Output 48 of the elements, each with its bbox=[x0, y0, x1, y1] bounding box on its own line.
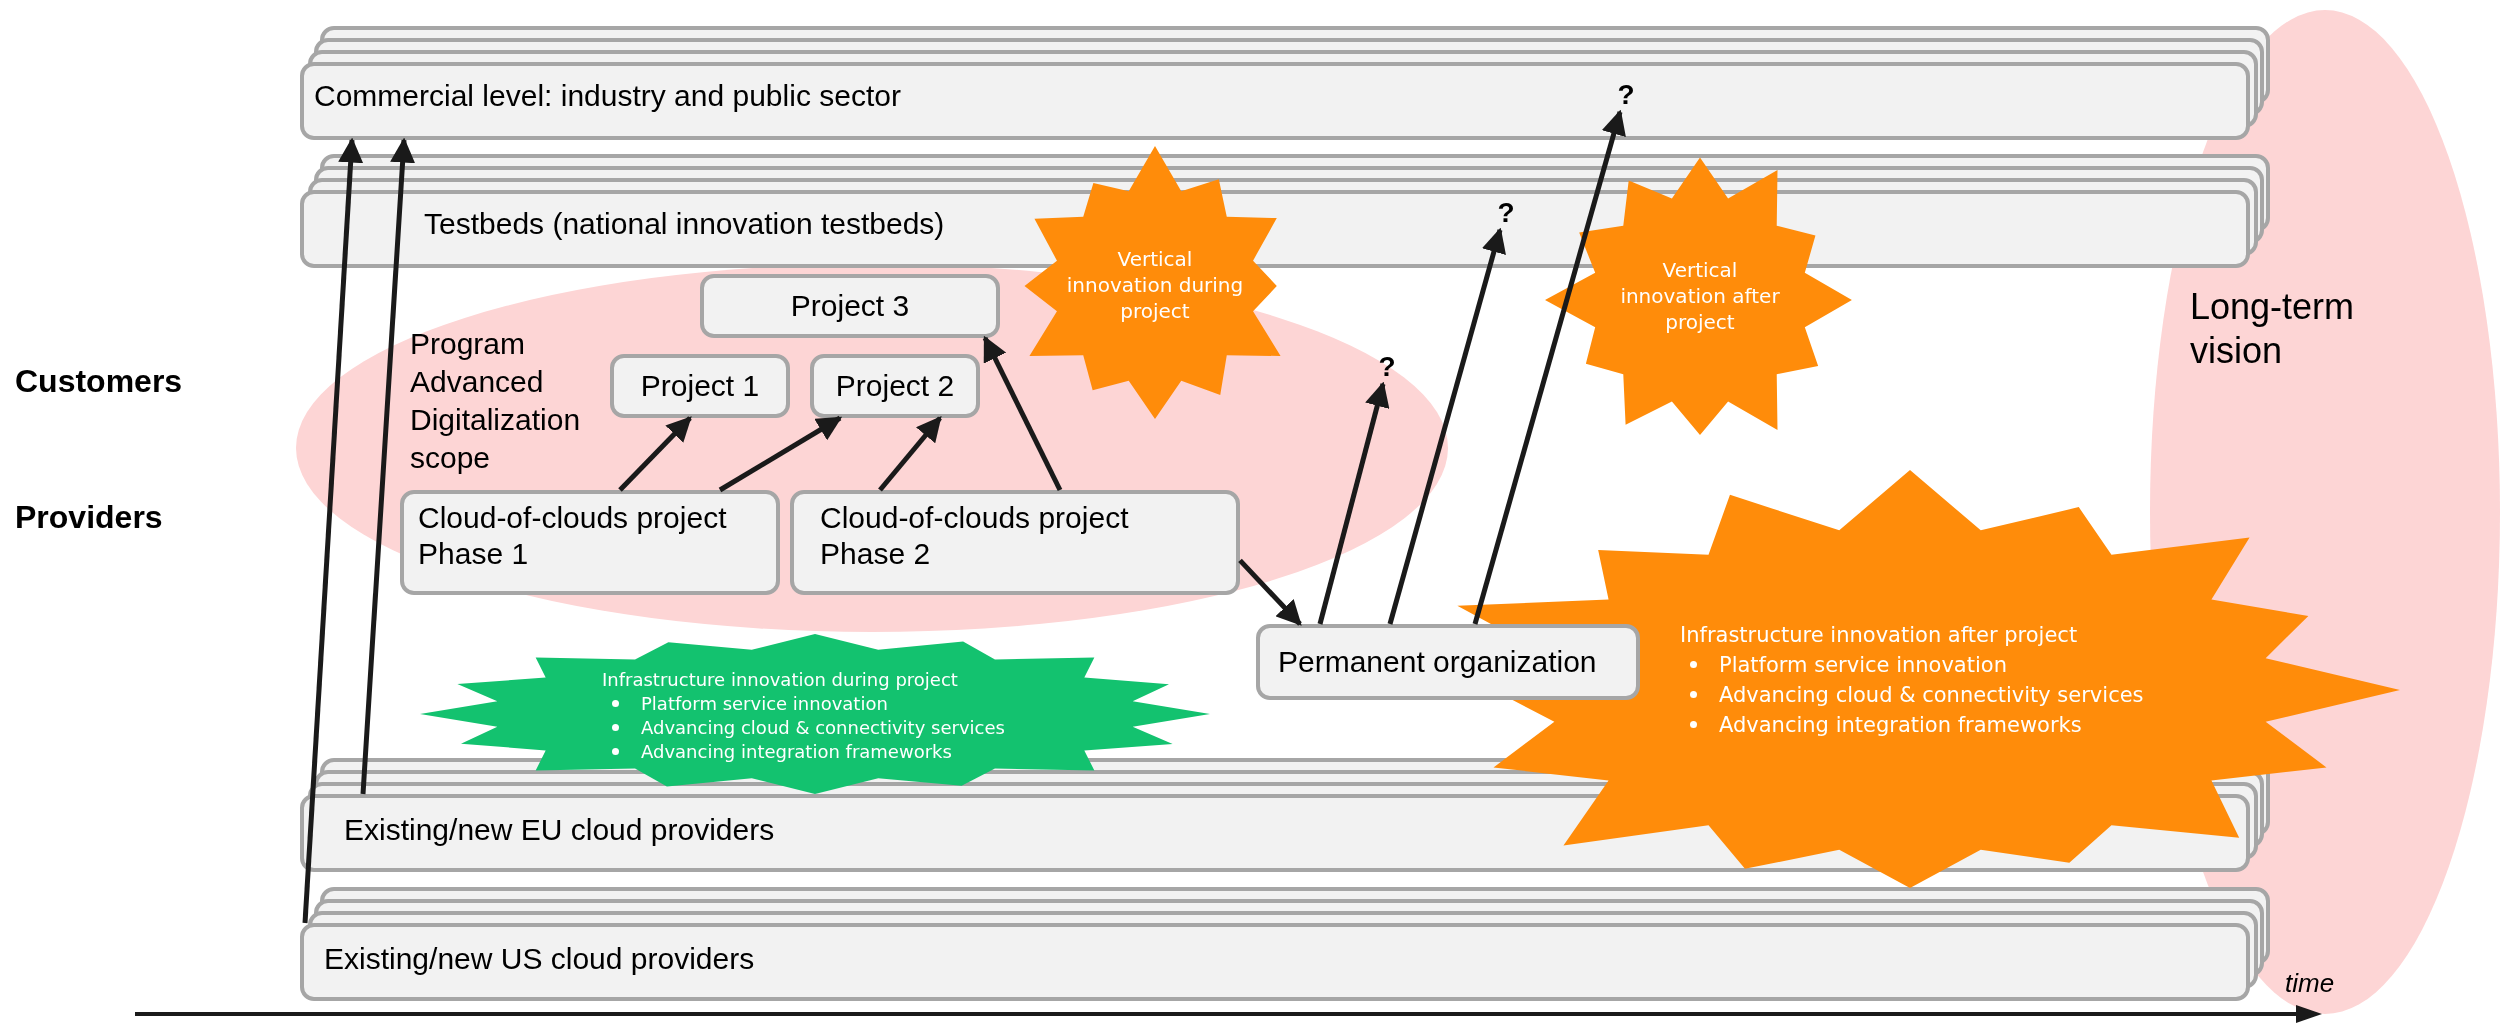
arrow bbox=[1317, 381, 1390, 625]
side-label: Providers bbox=[15, 498, 163, 536]
question-mark: ? bbox=[1615, 78, 1637, 112]
bullet-item: Platform service innovation bbox=[1719, 653, 2007, 677]
arrow bbox=[618, 416, 692, 492]
callout-heading: Infrastructure innovation after project bbox=[1680, 622, 2079, 649]
process-box bbox=[610, 354, 790, 418]
arrow bbox=[1387, 227, 1506, 625]
side-label: Customers bbox=[15, 362, 183, 400]
process-box bbox=[810, 354, 980, 418]
ellipse-label: Program Advanced Digitalization scope bbox=[410, 326, 582, 476]
process-box bbox=[1256, 624, 1640, 700]
bullet-item: Advancing integration frameworks bbox=[1719, 713, 2082, 737]
stacked-band bbox=[300, 887, 2270, 1001]
callout-heading: Infrastructure innovation during project bbox=[602, 668, 959, 692]
stacked-band bbox=[300, 760, 2270, 872]
band-label: Commercial level: industry and public sector bbox=[314, 78, 901, 114]
box-label: Project 3 bbox=[789, 288, 911, 324]
process-box bbox=[790, 490, 1240, 595]
arrow bbox=[982, 335, 1063, 492]
box-label: Cloud-of-clouds project Phase 1 bbox=[418, 500, 728, 572]
bullet-item: Advancing cloud & connectivity services bbox=[1719, 683, 2144, 707]
axis-label: time bbox=[2285, 967, 2335, 1000]
bullet-item: Advancing cloud & connectivity services bbox=[641, 717, 1005, 738]
question-mark: ? bbox=[1495, 196, 1517, 230]
callout-text: Vertical innovation during project bbox=[1065, 246, 1245, 324]
arrow bbox=[302, 137, 364, 924]
process-box bbox=[400, 490, 780, 595]
callout-text: Vertical innovation after project bbox=[1619, 257, 1781, 335]
ellipse-label: Long-term vision bbox=[2190, 285, 2356, 373]
arrow bbox=[360, 137, 416, 795]
box-label: Cloud-of-clouds project Phase 2 bbox=[820, 500, 1130, 572]
band-label: Existing/new EU cloud providers bbox=[344, 812, 775, 848]
band-label: Existing/new US cloud providers bbox=[324, 941, 755, 977]
arrow bbox=[1472, 109, 1626, 625]
box-label: Project 1 bbox=[639, 368, 761, 404]
box-label: Project 2 bbox=[834, 368, 956, 404]
arrow bbox=[878, 416, 942, 492]
bullet-item: Advancing integration frameworks bbox=[641, 741, 952, 762]
bullet-item: Platform service innovation bbox=[641, 693, 888, 714]
arrow bbox=[718, 415, 843, 493]
band-label: Testbeds (national innovation testbeds) bbox=[424, 206, 945, 242]
starburst-callout bbox=[420, 634, 1210, 794]
process-box bbox=[700, 274, 1000, 338]
arrow bbox=[1238, 558, 1302, 626]
stacked-band bbox=[300, 26, 2270, 140]
question-mark: ? bbox=[1376, 350, 1398, 384]
box-label: Permanent organization bbox=[1278, 644, 1598, 680]
